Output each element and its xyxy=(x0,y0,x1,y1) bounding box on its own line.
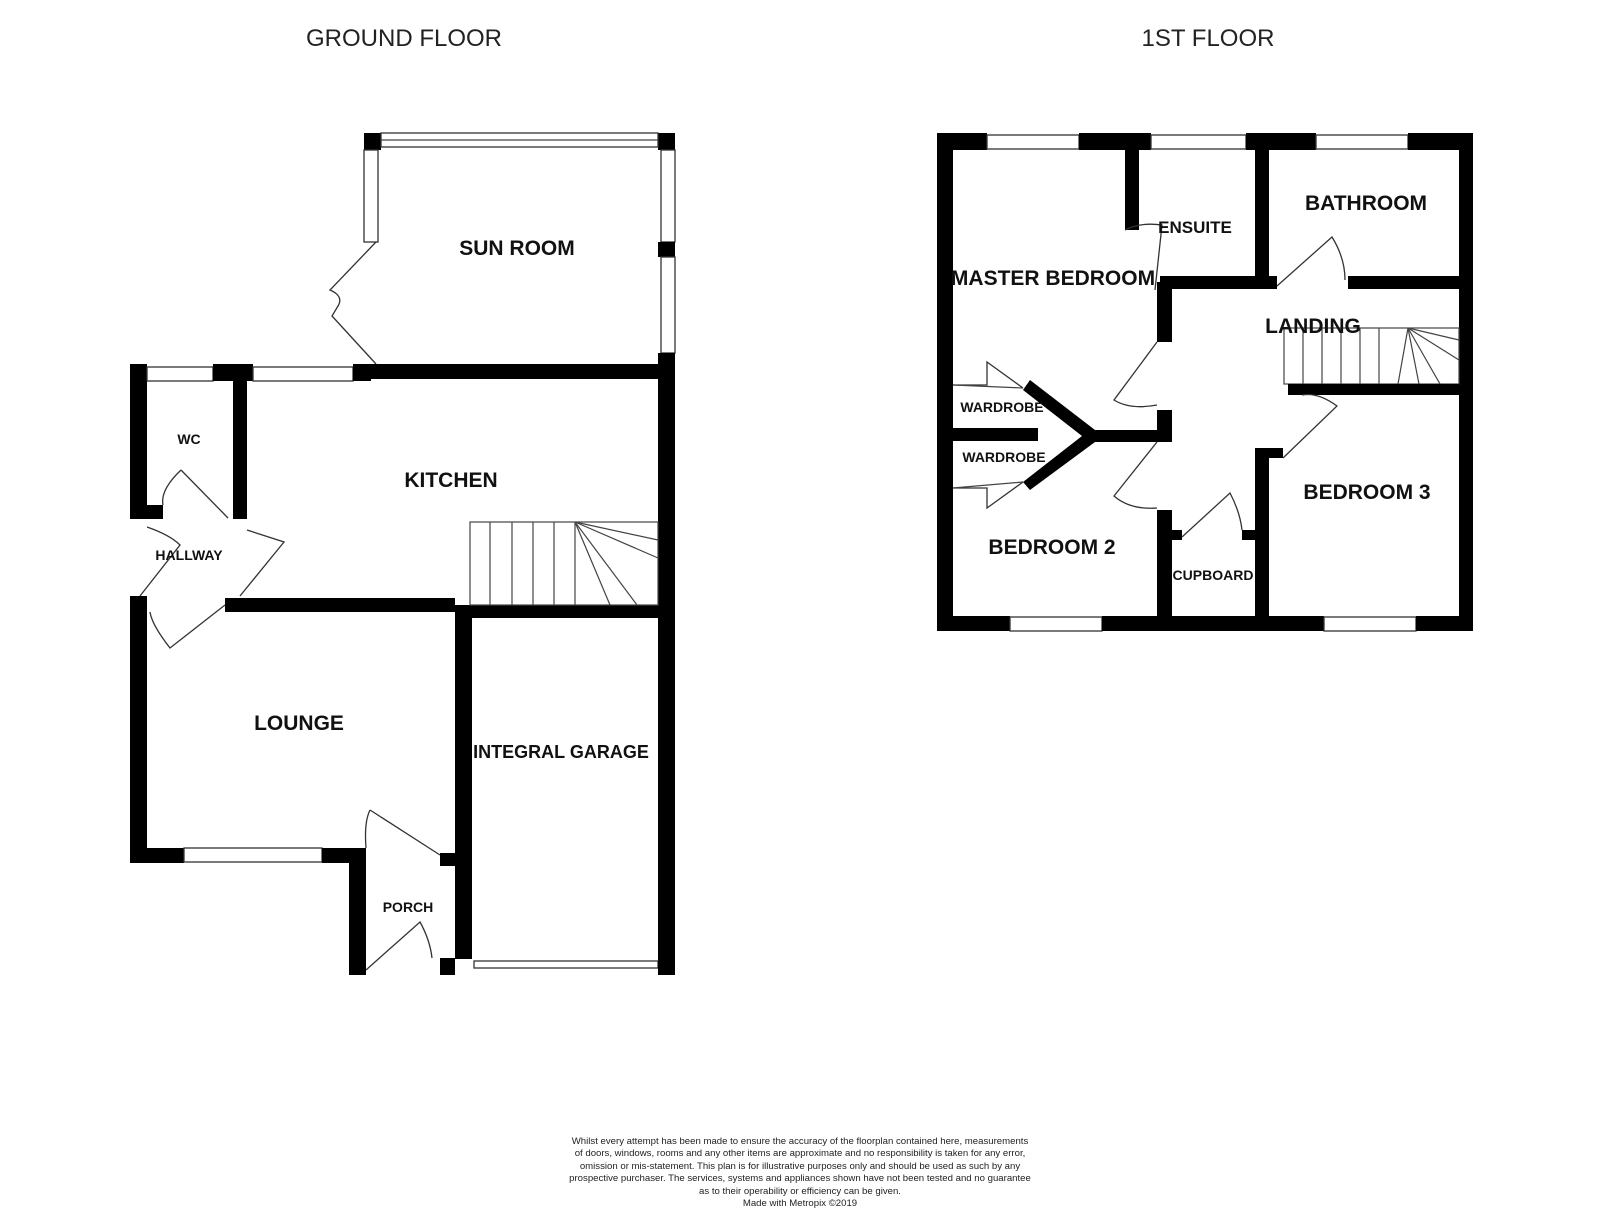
hallway-front-door xyxy=(139,526,181,597)
wardrobe-1-door xyxy=(953,360,1024,389)
ground-floor-title: GROUND FLOOR xyxy=(306,25,502,52)
label-ensuite: ENSUITE xyxy=(1158,218,1232,237)
label-cupboard: CUPBOARD xyxy=(1173,567,1254,583)
lounge-door xyxy=(149,604,226,649)
bathroom-door xyxy=(1276,235,1346,287)
disclaimer: Whilst every attempt has been made to en… xyxy=(540,1136,1060,1210)
label-bedroom-3: BEDROOM 3 xyxy=(1303,481,1430,504)
bedroom-2-door xyxy=(1113,441,1158,509)
disclaimer-line: as to their operability or efficiency ca… xyxy=(699,1185,901,1197)
label-master-bedroom: MASTER BEDROOM xyxy=(951,267,1155,290)
label-wc: WC xyxy=(177,431,200,447)
wc-door xyxy=(161,469,229,519)
porch-front-door xyxy=(365,920,433,971)
disclaimer-line: prospective purchaser. The services, sys… xyxy=(569,1173,1031,1185)
ensuite-door xyxy=(1124,223,1163,291)
label-porch: PORCH xyxy=(383,899,434,915)
sunroom-door xyxy=(328,241,377,365)
first-floor-title: 1ST FLOOR xyxy=(1142,25,1275,52)
label-bedroom-2: BEDROOM 2 xyxy=(988,536,1115,559)
bedroom-3-door xyxy=(1282,393,1339,459)
disclaimer-line: of doors, windows, rooms and any other i… xyxy=(574,1148,1026,1160)
ground-stairs xyxy=(469,521,659,606)
label-bathroom: BATHROOM xyxy=(1305,192,1427,215)
label-sun-room: SUN ROOM xyxy=(459,237,575,260)
label-integral-garage: INTEGRAL GARAGE xyxy=(473,742,649,762)
wardrobe-2-door xyxy=(953,481,1024,510)
disclaimer-line: omission or mis-statement. This plan is … xyxy=(579,1160,1021,1172)
cupboard-door xyxy=(1181,491,1243,538)
label-wardrobe-2: WARDROBE xyxy=(962,449,1045,465)
label-wardrobe-1: WARDROBE xyxy=(960,399,1043,415)
label-landing: LANDING xyxy=(1265,315,1361,338)
label-kitchen: KITCHEN xyxy=(404,469,497,492)
master-bedroom-door xyxy=(1113,341,1158,408)
disclaimer-line: Whilst every attempt has been made to en… xyxy=(571,1136,1029,1147)
label-hallway: HALLWAY xyxy=(155,547,223,563)
porch-inner-door xyxy=(364,809,441,856)
ground-floor-plan xyxy=(130,132,676,975)
disclaimer-credit: Made with Metropix ©2019 xyxy=(742,1198,858,1210)
hallway-kitchen-door xyxy=(239,529,286,597)
label-lounge: LOUNGE xyxy=(254,712,344,735)
first-floor-plan xyxy=(937,133,1473,632)
